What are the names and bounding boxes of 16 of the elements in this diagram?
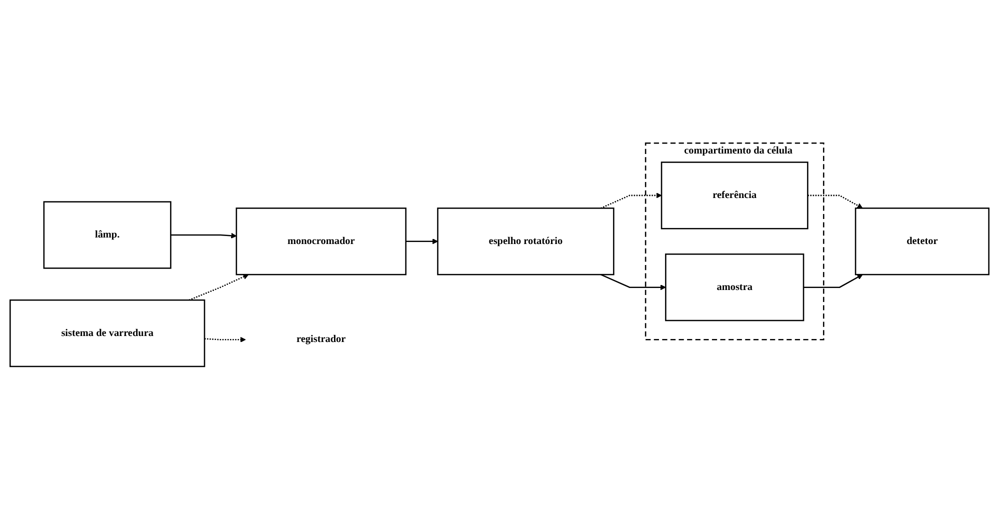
arrow: [600, 192, 662, 209]
arrow: [804, 274, 863, 288]
node-box: amostra: [665, 254, 804, 322]
node-box: sistema de varredura: [10, 299, 206, 368]
node-box: referência: [660, 162, 808, 230]
arrow: [188, 274, 249, 301]
arrow: [204, 336, 246, 342]
node-box: monocromador: [236, 208, 406, 276]
arrow: [600, 274, 666, 290]
node-text: registrador: [296, 334, 346, 345]
arrow: [406, 238, 438, 244]
node-box: espelho rotatório: [437, 208, 614, 276]
arrow: [808, 194, 863, 208]
node-box: lâmp.: [43, 201, 172, 269]
node-box: detetor: [854, 208, 990, 276]
arrow: [170, 232, 237, 238]
